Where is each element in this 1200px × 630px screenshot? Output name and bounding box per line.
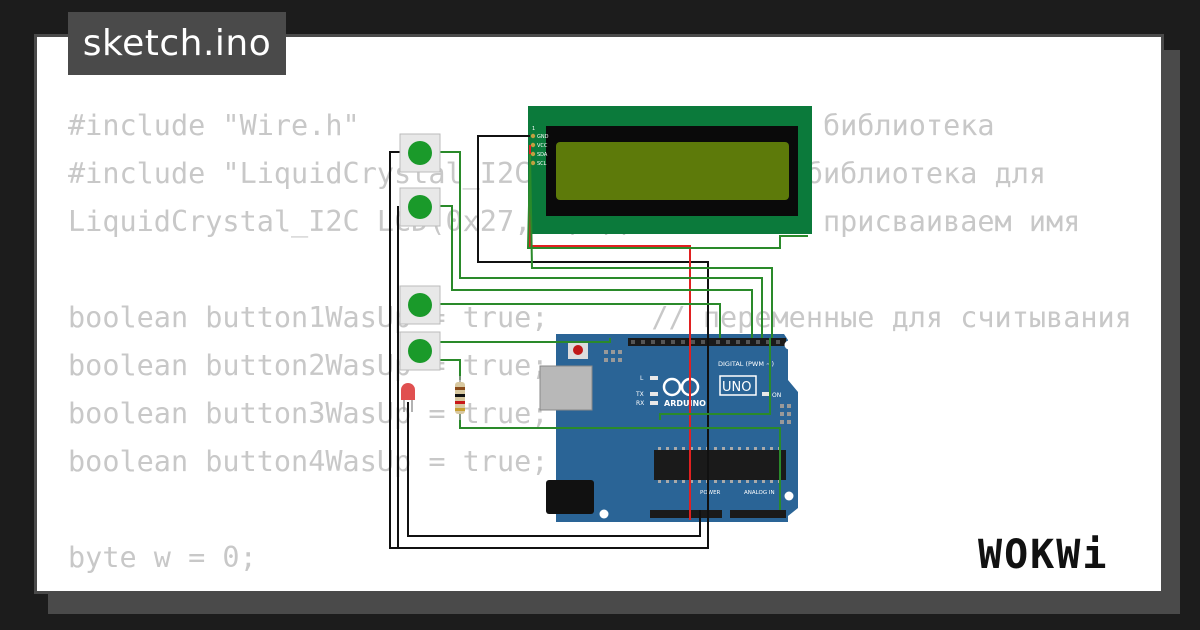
code-line: byte w = 0; bbox=[68, 541, 257, 574]
wire-green-scl bbox=[526, 162, 808, 249]
power-jack bbox=[546, 480, 594, 514]
code-line: boolean button4WasUp = true; bbox=[68, 445, 549, 478]
reset-button-cap bbox=[573, 345, 583, 355]
button-cap bbox=[408, 195, 432, 219]
analog-header bbox=[730, 510, 786, 518]
wokwi-logo: WOKWi bbox=[978, 532, 1108, 578]
lcd-pin-label: VCC bbox=[537, 143, 548, 149]
button-cap bbox=[408, 293, 432, 317]
led-label-on: ON bbox=[772, 392, 781, 399]
push-button-1[interactable] bbox=[399, 133, 441, 173]
wire-green-button2 bbox=[440, 205, 753, 338]
led-body bbox=[401, 383, 415, 400]
mounting-hole bbox=[784, 491, 794, 501]
red-led[interactable] bbox=[401, 383, 415, 412]
icsp-header-right bbox=[780, 404, 791, 424]
wire-green-resistor-top bbox=[440, 359, 461, 380]
lcd-pin-label: SCL bbox=[537, 161, 547, 167]
lcd-pin-1-label: 1 bbox=[532, 126, 535, 132]
wire-green-extra bbox=[659, 338, 771, 420]
led-l bbox=[650, 376, 658, 380]
push-button-4[interactable] bbox=[399, 331, 441, 371]
led-label-tx: TX bbox=[635, 391, 644, 398]
power-label: POWER bbox=[700, 490, 721, 496]
wire-black-gnd bbox=[389, 135, 709, 549]
lcd-module[interactable]: 1 GND VCC SDA SCL bbox=[528, 106, 812, 234]
mounting-hole bbox=[599, 509, 609, 519]
code-line: boolean button2WasUp = true; bbox=[68, 349, 549, 382]
push-button-2[interactable] bbox=[399, 187, 441, 227]
usb-connector bbox=[539, 365, 593, 411]
code-line: #include "LiquidCrystal_I2C.h" // библио… bbox=[68, 157, 1047, 190]
lcd-pin bbox=[530, 142, 536, 148]
code-line: boolean button1WasUp = true; // переменн… bbox=[68, 301, 1132, 334]
file-title-tag: sketch.ino bbox=[68, 12, 286, 75]
led-label-rx: RX bbox=[636, 400, 644, 407]
wokwi-logo-text: WOKWi bbox=[978, 532, 1108, 578]
lcd-pin bbox=[530, 160, 536, 166]
wires bbox=[389, 135, 808, 549]
lcd-pin-label: GND bbox=[537, 134, 549, 140]
board-brand-label: ARDUINO bbox=[664, 399, 706, 408]
wire-green-sda bbox=[529, 153, 773, 338]
atmega-chip bbox=[654, 450, 786, 480]
wire-green-button1 bbox=[440, 151, 763, 338]
wire-green-button4 bbox=[440, 338, 611, 343]
button-cap bbox=[408, 141, 432, 165]
resistor[interactable] bbox=[455, 376, 465, 420]
button-body bbox=[399, 133, 441, 173]
lcd-pin bbox=[530, 151, 536, 157]
button-cap bbox=[408, 339, 432, 363]
wire-green-button3 bbox=[440, 303, 721, 338]
power-header bbox=[650, 510, 722, 518]
led-rx bbox=[650, 401, 658, 405]
push-button-3[interactable] bbox=[399, 285, 441, 325]
led-label-l: L bbox=[640, 375, 644, 382]
lcd-pin-label: SDA bbox=[537, 152, 548, 158]
lcd-pin bbox=[530, 133, 536, 139]
wire-black-led bbox=[407, 402, 701, 537]
code-line: boolean button3WasUp = true; bbox=[68, 397, 549, 430]
digital-label: DIGITAL (PWM ~) bbox=[718, 360, 774, 368]
board-model-label: UNO bbox=[722, 380, 751, 395]
icsp-header bbox=[604, 350, 622, 362]
analog-label: ANALOG IN bbox=[744, 490, 775, 496]
mounting-hole bbox=[784, 340, 794, 350]
led-tx bbox=[650, 392, 658, 396]
led-on bbox=[762, 392, 770, 396]
lcd-screen bbox=[556, 142, 789, 200]
